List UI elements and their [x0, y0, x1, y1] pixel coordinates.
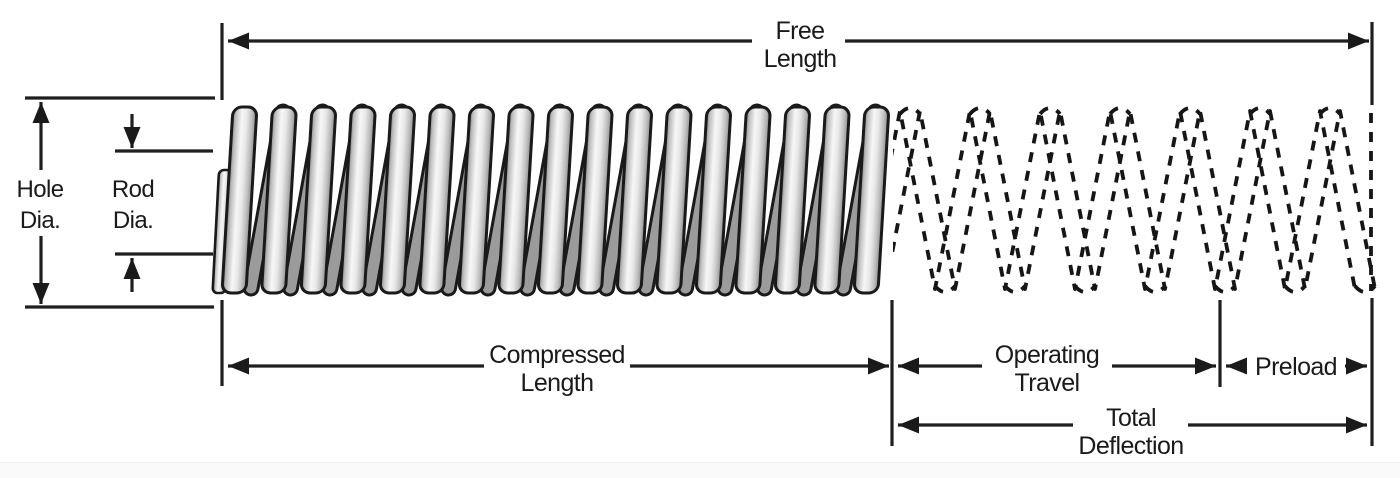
total-deflection-label: Total Deflection: [1078, 404, 1184, 460]
free-length-dimension: [220, 22, 1374, 105]
compressed-length-dimension: [220, 300, 894, 446]
hole-dia-dimension: [25, 96, 215, 309]
rod-dia-dimension: [115, 114, 213, 292]
total-deflection-label-line2: Deflection: [1078, 432, 1184, 460]
free-length-label-line2: Length: [763, 45, 837, 73]
compressed-length-label: Compressed Length: [489, 341, 625, 397]
hole-dia-label-line1: Hole: [16, 176, 65, 203]
preload-label-line1: Preload: [1255, 353, 1338, 381]
operating-travel-label: Operating Travel: [994, 341, 1100, 397]
free-length-label-line1: Free: [775, 17, 825, 45]
compressed-length-label-line1: Compressed: [489, 341, 625, 369]
compressed-length-label-line2: Length: [520, 369, 594, 397]
compressed-spring-illustration: [211, 103, 890, 297]
footer-strip: [0, 462, 1400, 478]
preload-dimension: [1226, 298, 1374, 446]
extended-spring-dashed-outline: [893, 106, 1377, 294]
hole-dia-label: Hole Dia.: [16, 174, 65, 236]
total-deflection-label-line1: Total: [1106, 404, 1156, 432]
operating-travel-label-line1: Operating: [994, 341, 1100, 369]
rod-dia-label-line2: Dia.: [112, 207, 154, 234]
operating-travel-dimension: [898, 300, 1222, 387]
operating-travel-label-line2: Travel: [1014, 369, 1081, 397]
hole-dia-label-line2: Dia.: [19, 207, 61, 234]
rod-dia-label-line1: Rod: [111, 176, 155, 203]
free-length-label: Free Length: [764, 17, 837, 73]
rod-dia-label: Rod Dia.: [111, 174, 155, 236]
preload-label: Preload: [1255, 353, 1338, 381]
